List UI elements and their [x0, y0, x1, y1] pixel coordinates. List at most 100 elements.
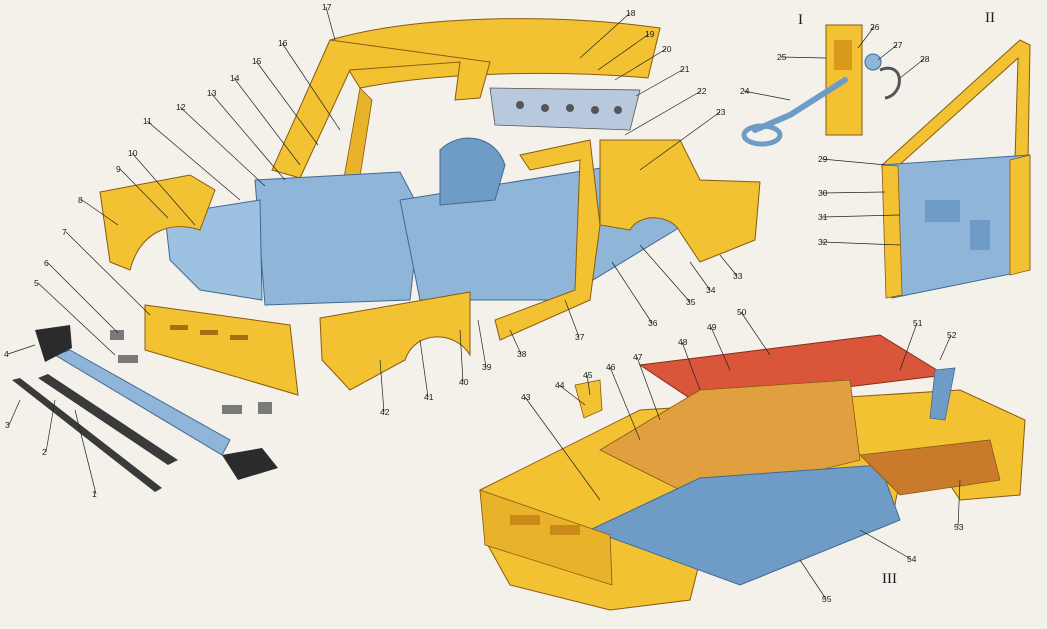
detail-II-rear-door: [880, 39, 1031, 299]
leader-line-18: [579, 12, 631, 59]
callout-41: 41: [424, 392, 434, 402]
leader-line-27: [877, 44, 898, 61]
parcel-shelf: [489, 87, 641, 131]
front-face: [479, 489, 613, 586]
callout-22: 22: [697, 86, 707, 96]
callout-55: 55: [822, 594, 832, 604]
main-body-shell: [99, 18, 761, 396]
callout-45: 45: [583, 370, 593, 380]
leader-line-5: [37, 282, 116, 356]
callout-40: 40: [459, 377, 469, 387]
leader-line-16: [281, 42, 341, 131]
callout-14: 14: [230, 73, 240, 83]
leader-line-42: [379, 359, 385, 413]
leader-line-41: [419, 339, 429, 398]
leader-line-4: [7, 344, 36, 355]
leader-line-6: [47, 262, 119, 334]
leader-line-44: [558, 384, 586, 406]
leader-line-24: [743, 90, 791, 101]
leader-line-53: [957, 479, 961, 528]
detail-III-body-underside: [479, 334, 1026, 611]
door-window-frame: [880, 39, 1031, 169]
callout-20: 20: [662, 44, 672, 54]
leader-line-23: [639, 111, 721, 171]
front-valance: [144, 304, 299, 396]
leader-line-46: [609, 366, 641, 441]
leader-lines: [7, 6, 961, 600]
leader-line-39: [477, 319, 487, 368]
leader-line-52: [939, 334, 952, 361]
callout-12: 12: [176, 102, 186, 112]
leader-line-17: [325, 6, 336, 41]
section-label-II: II: [985, 10, 995, 26]
callout-50: 50: [737, 307, 747, 317]
leader-line-22: [624, 90, 702, 136]
callout-49: 49: [707, 322, 717, 332]
callout-53: 53: [954, 522, 964, 532]
callout-24: 24: [740, 86, 750, 96]
leader-line-31: [821, 214, 901, 218]
leader-line-21: [635, 68, 685, 97]
callout-26: 26: [870, 22, 880, 32]
side-frame: [494, 139, 601, 341]
leader-line-28: [899, 58, 925, 79]
callout-30: 30: [818, 188, 828, 198]
bumper-bracket-center: [118, 355, 138, 363]
leader-line-13: [210, 92, 286, 181]
rear-quarter-panel: [599, 139, 761, 263]
callout-2: 2: [42, 447, 47, 457]
callout-5: 5: [34, 278, 39, 288]
floor-underside: [588, 464, 901, 586]
callout-18: 18: [626, 8, 636, 18]
leader-line-30: [821, 191, 886, 194]
bumper-bracket-left: [110, 330, 124, 340]
rear-wheelhouse: [439, 137, 506, 206]
callout-31: 31: [818, 212, 828, 222]
leader-line-35: [639, 244, 691, 303]
leader-line-2: [45, 399, 56, 453]
callout-35: 35: [686, 297, 696, 307]
leader-line-9: [119, 168, 169, 219]
callout-39: 39: [482, 362, 492, 372]
callout-34: 34: [706, 285, 716, 295]
bumper-moulding-lower: [12, 378, 162, 492]
leader-line-32: [821, 241, 901, 246]
leader-line-25: [780, 56, 827, 59]
dash-panel: [254, 171, 421, 306]
leader-line-1: [74, 409, 97, 495]
door-edge: [881, 164, 903, 299]
bumper-bracket-right: [222, 405, 242, 414]
leader-line-49: [710, 326, 731, 371]
leader-line-26: [857, 26, 875, 49]
section-label-III: III: [882, 571, 897, 587]
callout-46: 46: [606, 362, 616, 372]
callout-9: 9: [116, 164, 121, 174]
callout-54: 54: [907, 554, 917, 564]
detail-I-door-lock: [741, 24, 901, 147]
rear-pillar-blue: [929, 367, 956, 421]
callout-52: 52: [947, 330, 957, 340]
callout-19: 19: [645, 29, 655, 39]
leader-line-48: [681, 341, 701, 391]
callout-15: 15: [252, 56, 262, 66]
leader-line-10: [131, 152, 196, 226]
leader-line-55: [799, 559, 827, 600]
leader-line-12: [179, 106, 266, 187]
bumper-moulding-upper: [38, 374, 178, 465]
callout-33: 33: [733, 271, 743, 281]
lock-link: [741, 123, 783, 147]
leader-line-8: [81, 199, 119, 226]
callout-1: 1: [92, 489, 97, 499]
door-inner-panel: [881, 154, 1031, 299]
leader-line-40: [459, 329, 464, 383]
leader-line-54: [859, 529, 912, 560]
callout-28: 28: [920, 54, 930, 64]
callout-21: 21: [680, 64, 690, 74]
callout-32: 32: [818, 237, 828, 247]
bumper-bar: [53, 349, 231, 456]
callout-48: 48: [678, 337, 688, 347]
leader-line-29: [821, 158, 887, 166]
leader-line-43: [524, 396, 601, 501]
